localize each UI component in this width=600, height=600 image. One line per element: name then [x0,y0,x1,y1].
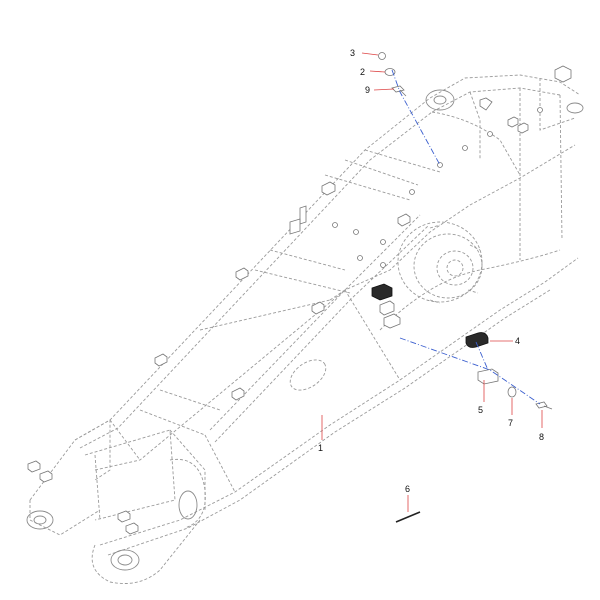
callout-2: 2 [360,67,365,77]
assembly-axes [391,69,541,405]
callout-8: 8 [539,432,544,442]
clamp-brackets [27,65,572,535]
hose-fittings [371,283,489,348]
part-5-bracket [477,368,499,385]
callout-7: 7 [508,418,513,428]
callout-4: 4 [515,336,520,346]
part-6-rod [395,511,421,523]
swivel-drum [397,221,483,304]
part-3-nut [378,52,386,60]
callout-5: 5 [478,405,483,415]
boom-holes [26,89,584,571]
part-7-nut [507,386,517,398]
part-9-bolt [391,85,407,97]
callout-labels: 3 2 9 4 5 7 8 1 6 [318,48,544,494]
leader-lines [321,52,543,512]
part-4-fitting [465,332,489,348]
callout-3: 3 [350,48,355,58]
boom-structure [29,74,581,584]
exploded-parts [378,52,553,523]
callout-9: 9 [365,85,370,95]
callout-6: 6 [405,484,410,494]
callout-1: 1 [318,443,323,453]
